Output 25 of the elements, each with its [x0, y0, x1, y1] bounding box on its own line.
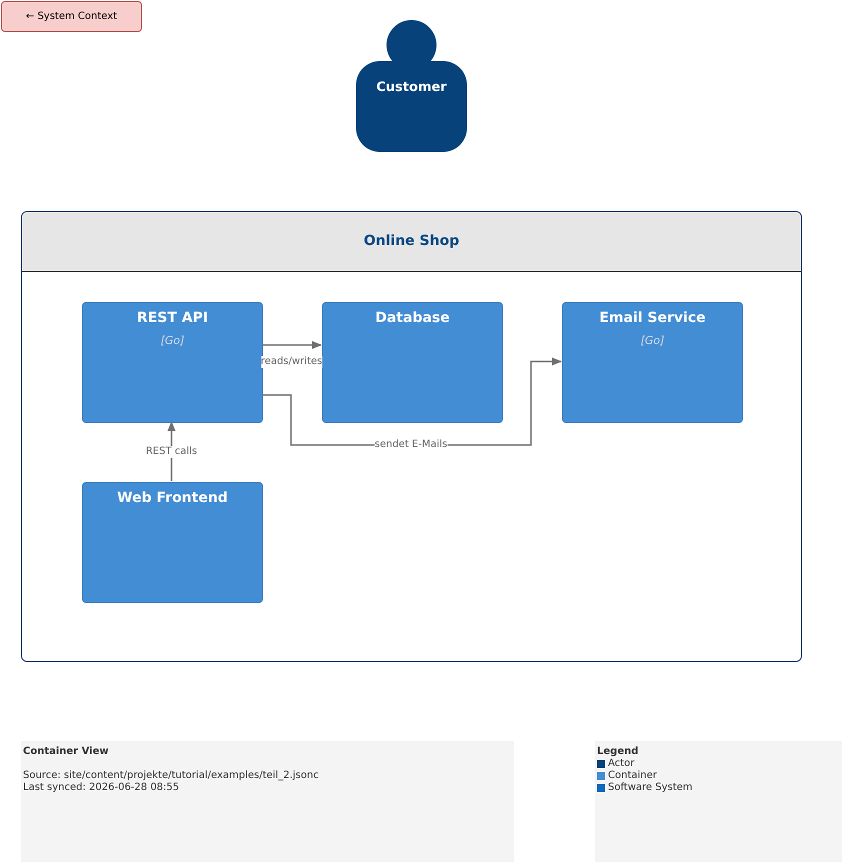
technology-label: [Go]: [640, 333, 664, 349]
legend-text: Software System: [608, 782, 693, 794]
metadata-line: Last synced: 2026-06-28 08:55: [23, 782, 180, 794]
metadata-line: Source: site/content/projekte/tutorial/examples/teil_2.jsonc: [23, 770, 320, 782]
legend-text: Actor: [608, 758, 634, 770]
container-name: Email Service: [599, 309, 706, 328]
legend-title: Legend: [597, 746, 640, 758]
container-box: [562, 302, 743, 423]
nav-link-text: ← System Context: [26, 10, 118, 24]
legend-text: Container: [608, 770, 657, 782]
container-name: Database: [375, 309, 450, 328]
actor-name: Customer: [375, 79, 448, 97]
arrow: [262, 341, 322, 349]
container-box: [322, 302, 503, 423]
edge-label: reads/writes: [260, 356, 322, 368]
edge-label: REST calls: [146, 446, 198, 458]
container-name: Web Frontend: [117, 489, 228, 508]
container-box: [82, 302, 263, 423]
container-name: REST API: [136, 309, 208, 328]
container-box: [82, 482, 263, 603]
technology-label: [Go]: [160, 333, 184, 349]
boundary-title: Online Shop: [364, 232, 460, 251]
system-boundary: [21, 211, 802, 662]
panel-title: Container View: [23, 746, 110, 758]
back-link-box: [1, 1, 142, 32]
